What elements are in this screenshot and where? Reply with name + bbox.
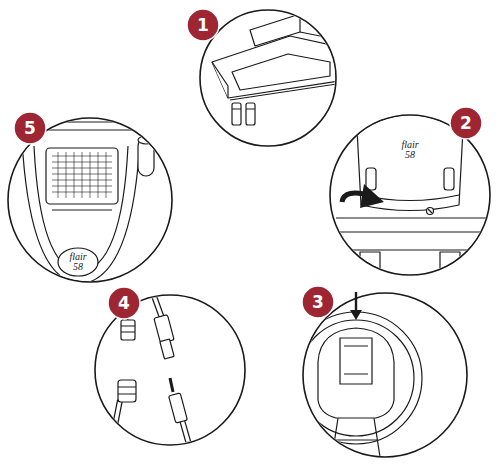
callout-badge: 5	[13, 111, 47, 145]
rotate-arrow	[342, 184, 384, 208]
badge-disc	[14, 112, 46, 144]
callout-badge: 2	[449, 106, 483, 140]
badge-disc	[108, 287, 140, 319]
badge-disc	[450, 107, 482, 139]
callout-number: 3	[312, 294, 324, 311]
machine-drawing	[20, 122, 154, 284]
step-circle	[303, 293, 467, 457]
callout-number: 2	[460, 115, 472, 132]
callout-badge: 3	[301, 285, 335, 319]
brand-logo: flair 58	[65, 252, 91, 272]
callout-badge: 4	[107, 286, 141, 320]
callout-number: 4	[118, 295, 130, 312]
alignment-drawing	[290, 312, 422, 464]
badge-disc	[302, 286, 334, 318]
callout-badge: 1	[186, 8, 220, 42]
callout-number: 1	[197, 17, 209, 34]
badge-disc	[187, 9, 219, 41]
brand-logo: flair 58	[397, 140, 423, 160]
down-arrow	[350, 292, 362, 320]
battery-cover-drawing	[212, 14, 350, 125]
callout-number: 5	[24, 120, 36, 137]
